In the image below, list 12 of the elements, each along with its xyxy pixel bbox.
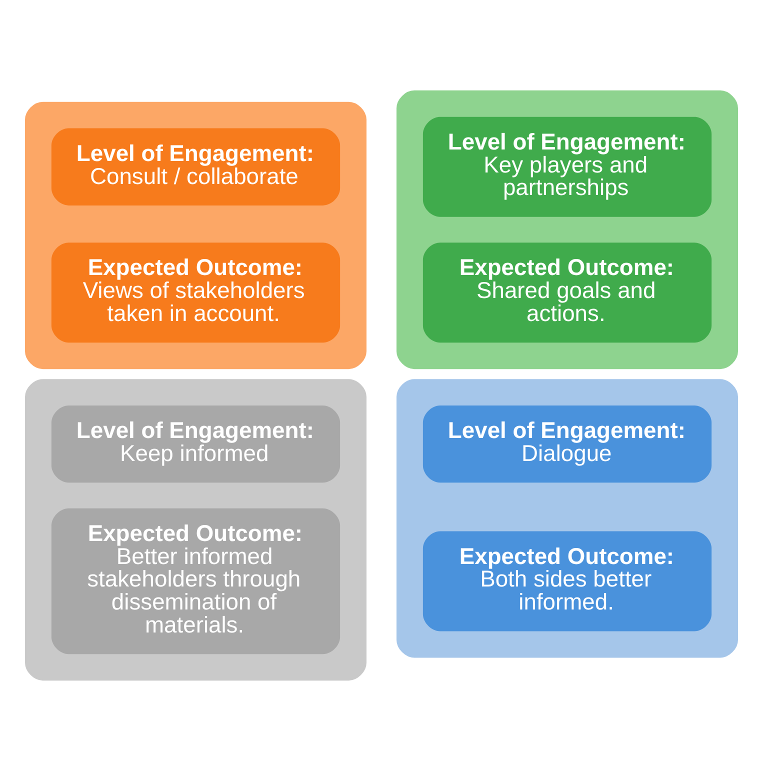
node-box: Expected Outcome: Shared goals and actions. xyxy=(422,242,712,343)
node-box: Level of Engagement: Key players and partnerships xyxy=(422,116,712,217)
node-box: Expected Outcome: Both sides better informed. xyxy=(422,531,712,632)
node-box: Level of Engagement: Dialogue xyxy=(422,406,712,483)
node-box: Expected Outcome: Views of stakeholders taken in account. xyxy=(51,242,340,343)
cluster xyxy=(25,102,366,370)
cluster xyxy=(396,379,738,658)
node-box: Level of Engagement: Keep informed xyxy=(51,406,340,483)
cluster xyxy=(396,90,738,370)
node-box: Level of Engagement: Consult / collaborate xyxy=(51,128,340,206)
node-box: Expected Outcome: Better informed stakeholders through dissemination of materials. xyxy=(51,508,340,654)
cluster xyxy=(25,379,366,681)
